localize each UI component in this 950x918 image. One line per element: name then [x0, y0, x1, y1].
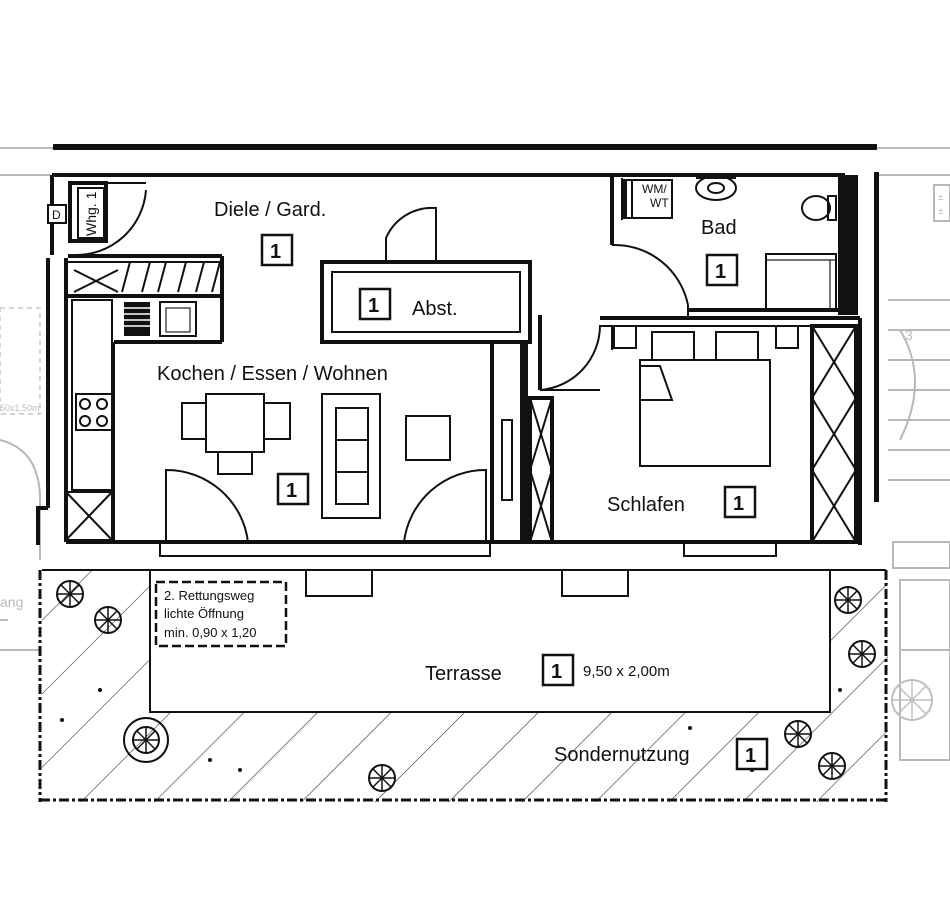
unit-badge-diele: 1: [260, 233, 294, 267]
svg-text:1: 1: [745, 745, 756, 767]
entry-marker: D: [47, 204, 67, 224]
svg-text:1: 1: [551, 661, 562, 683]
faded-word-label: ang: [0, 594, 23, 610]
svg-text:3: 3: [905, 327, 913, 343]
neighbor-outlines: ± ± 3 50x1,50m ang: [0, 147, 950, 761]
unit-badge-schlafen: 1: [723, 485, 757, 519]
faded-dim-label: 50x1,50m: [0, 403, 40, 413]
svg-text:1: 1: [270, 241, 281, 263]
svg-text:1: 1: [368, 295, 379, 317]
room-label-sondernutzung: Sondernutzung: [554, 744, 690, 766]
room-label-kochen: Kochen / Essen / Wohnen: [157, 363, 388, 385]
room-label-diele: Diele / Gard.: [214, 199, 326, 221]
exterior-walls: [36, 144, 879, 545]
svg-text:1: 1: [715, 261, 726, 283]
svg-text:±: ±: [938, 206, 944, 217]
unit-badge-abst: 1: [358, 287, 392, 321]
entry-marker-text: D: [52, 208, 61, 222]
room-label-bad: Bad: [701, 217, 737, 239]
svg-text:±: ±: [938, 192, 944, 203]
apartment-tag-text: Whg. 1: [83, 191, 99, 236]
rescue-note-line2: lichte Öffnung: [164, 606, 244, 621]
bath-fixture-label-1: WM/: [642, 182, 667, 196]
bath-fixture-label-2: WT: [650, 196, 669, 210]
interior-walls: [65, 253, 860, 544]
whg-tag: Whg. 1: [77, 187, 105, 239]
svg-text:1: 1: [286, 480, 297, 502]
furniture: [71, 175, 837, 519]
unit-badge-sondernutzung: 1: [735, 737, 769, 771]
room-label-schlafen: Schlafen: [607, 494, 685, 516]
unit-badge-kochen: 1: [276, 472, 310, 506]
unit-badge-terrasse: 1: [541, 653, 575, 687]
rescue-note: 2. Rettungsweg lichte Öffnung min. 0,90 …: [154, 580, 288, 648]
svg-text:1: 1: [733, 493, 744, 515]
room-label-terrasse: Terrasse: [425, 663, 502, 685]
room-label-abst: Abst.: [412, 298, 458, 320]
terrasse-size: 9,50 x 2,00m: [583, 663, 670, 680]
rescue-note-line1: 2. Rettungsweg: [164, 588, 254, 603]
door-swings: [68, 181, 777, 597]
rescue-note-line3: min. 0,90 x 1,20: [164, 625, 257, 640]
unit-badge-bad: 1: [705, 253, 739, 287]
